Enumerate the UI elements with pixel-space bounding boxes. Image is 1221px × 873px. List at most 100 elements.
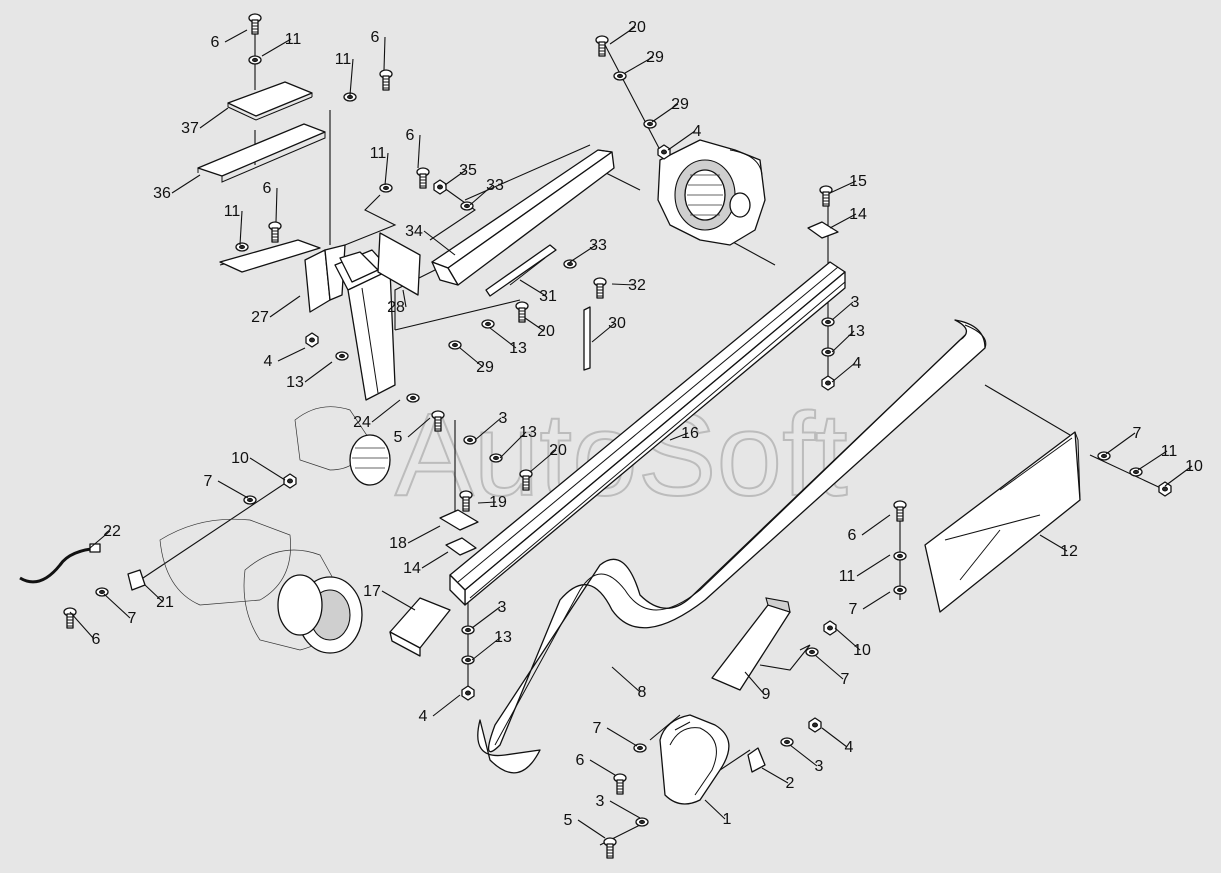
- callout-label-20c: 20: [549, 442, 567, 459]
- callout-label-11f: 11: [839, 568, 856, 585]
- callout-label-7a: 7: [1133, 425, 1142, 442]
- callout-leader: [417, 134, 421, 169]
- washer-50: [635, 817, 649, 827]
- callout-label-3a: 3: [851, 294, 860, 311]
- callout-leader: [831, 362, 856, 383]
- callout-leader: [667, 130, 696, 151]
- bolt-24: [515, 301, 529, 323]
- callout-label-37: 37: [181, 120, 199, 137]
- callout-leader: [144, 584, 164, 603]
- washer-7: [460, 201, 474, 211]
- callout-label-29a: 29: [646, 49, 664, 66]
- callout-label-4d: 4: [419, 708, 428, 725]
- callout-leader: [407, 525, 441, 544]
- callout-label-7d: 7: [849, 601, 858, 618]
- callout-leader: [624, 56, 654, 74]
- upright-channel-24: [334, 249, 396, 401]
- callout-leader: [224, 29, 248, 43]
- callout-leader: [519, 279, 547, 297]
- callout-label-19: 19: [489, 494, 507, 511]
- washer-11: [335, 351, 349, 361]
- clip-14-bottom: [445, 537, 477, 556]
- washer-34: [1097, 451, 1111, 461]
- callout-label-16: 16: [681, 425, 699, 442]
- callout-leader: [821, 727, 848, 748]
- callout-label-36: 36: [153, 185, 171, 202]
- callout-label-29b: 29: [671, 96, 689, 113]
- callout-label-6f: 6: [848, 527, 857, 544]
- washer-19: [821, 317, 835, 327]
- bolt-18: [819, 185, 833, 207]
- upper-beam-34: [431, 149, 615, 286]
- callout-label-3d: 3: [596, 793, 605, 810]
- callout-leader: [829, 213, 857, 229]
- callout-leader: [423, 230, 456, 256]
- callout-leader: [606, 727, 638, 747]
- washer-12: [406, 393, 420, 403]
- callout-leader: [275, 187, 278, 223]
- bolt-9: [268, 221, 282, 243]
- callout-leader: [277, 347, 306, 362]
- callout-leader: [529, 449, 557, 473]
- callout-leader: [831, 301, 854, 321]
- callout-leader: [471, 636, 502, 661]
- callout-leader: [469, 184, 494, 206]
- callout-label-27: 27: [251, 309, 269, 326]
- washer-2: [343, 92, 357, 102]
- callout-leader: [789, 744, 818, 767]
- callout-label-11a: 11: [285, 31, 302, 48]
- bolt-14: [595, 35, 609, 57]
- callout-label-13d: 13: [519, 424, 537, 441]
- nut-44: [823, 620, 837, 636]
- brace-bracket-31: [485, 244, 557, 297]
- callout-leader: [609, 26, 636, 45]
- nut-17: [657, 144, 671, 160]
- callout-label-13e: 13: [494, 629, 512, 646]
- callout-label-1: 1: [723, 811, 732, 828]
- washer-25: [481, 319, 495, 329]
- callout-label-3b: 3: [499, 410, 508, 427]
- callout-label-30: 30: [608, 315, 626, 332]
- callout-label-20b: 20: [537, 323, 555, 340]
- callout-label-35: 35: [459, 162, 477, 179]
- callout-leader: [856, 554, 891, 577]
- cover-plate-28: [377, 232, 421, 296]
- callout-leader: [861, 514, 891, 536]
- washer-26: [448, 340, 462, 350]
- callout-label-4c: 4: [853, 355, 862, 372]
- callout-label-11d: 11: [224, 203, 241, 220]
- callout-leader: [432, 694, 461, 717]
- mounting-plate-37: [227, 81, 313, 121]
- callout-label-29c: 29: [476, 359, 494, 376]
- callout-leader: [421, 551, 449, 569]
- callout-leader: [249, 457, 286, 481]
- callout-label-3e: 3: [815, 758, 824, 775]
- callout-label-5a: 5: [394, 429, 403, 446]
- callout-label-8: 8: [638, 684, 647, 701]
- nut-10: [305, 332, 319, 348]
- washer-28: [489, 453, 503, 463]
- callout-label-6a: 6: [211, 34, 220, 51]
- callout-label-6c: 6: [263, 180, 272, 197]
- callout-label-32: 32: [628, 277, 646, 294]
- callout-leader: [304, 361, 333, 383]
- callout-leader: [704, 799, 726, 820]
- callout-leader: [402, 289, 407, 308]
- callout-label-7c: 7: [128, 610, 137, 627]
- bolt-47: [613, 773, 627, 795]
- callout-leader: [261, 38, 292, 57]
- engine-pulley-sketch: [159, 406, 391, 654]
- callout-leader: [834, 627, 861, 651]
- callout-label-13b: 13: [509, 340, 527, 357]
- callout-label-31: 31: [539, 288, 557, 305]
- nut-33: [461, 685, 475, 701]
- bracket-2: [747, 747, 766, 773]
- callout-leader: [569, 244, 597, 263]
- callout-leader: [499, 431, 527, 459]
- washer-42: [893, 551, 907, 561]
- bracket-17: [389, 597, 451, 657]
- callout-label-14b: 14: [403, 560, 421, 577]
- bracket-21: [127, 569, 146, 591]
